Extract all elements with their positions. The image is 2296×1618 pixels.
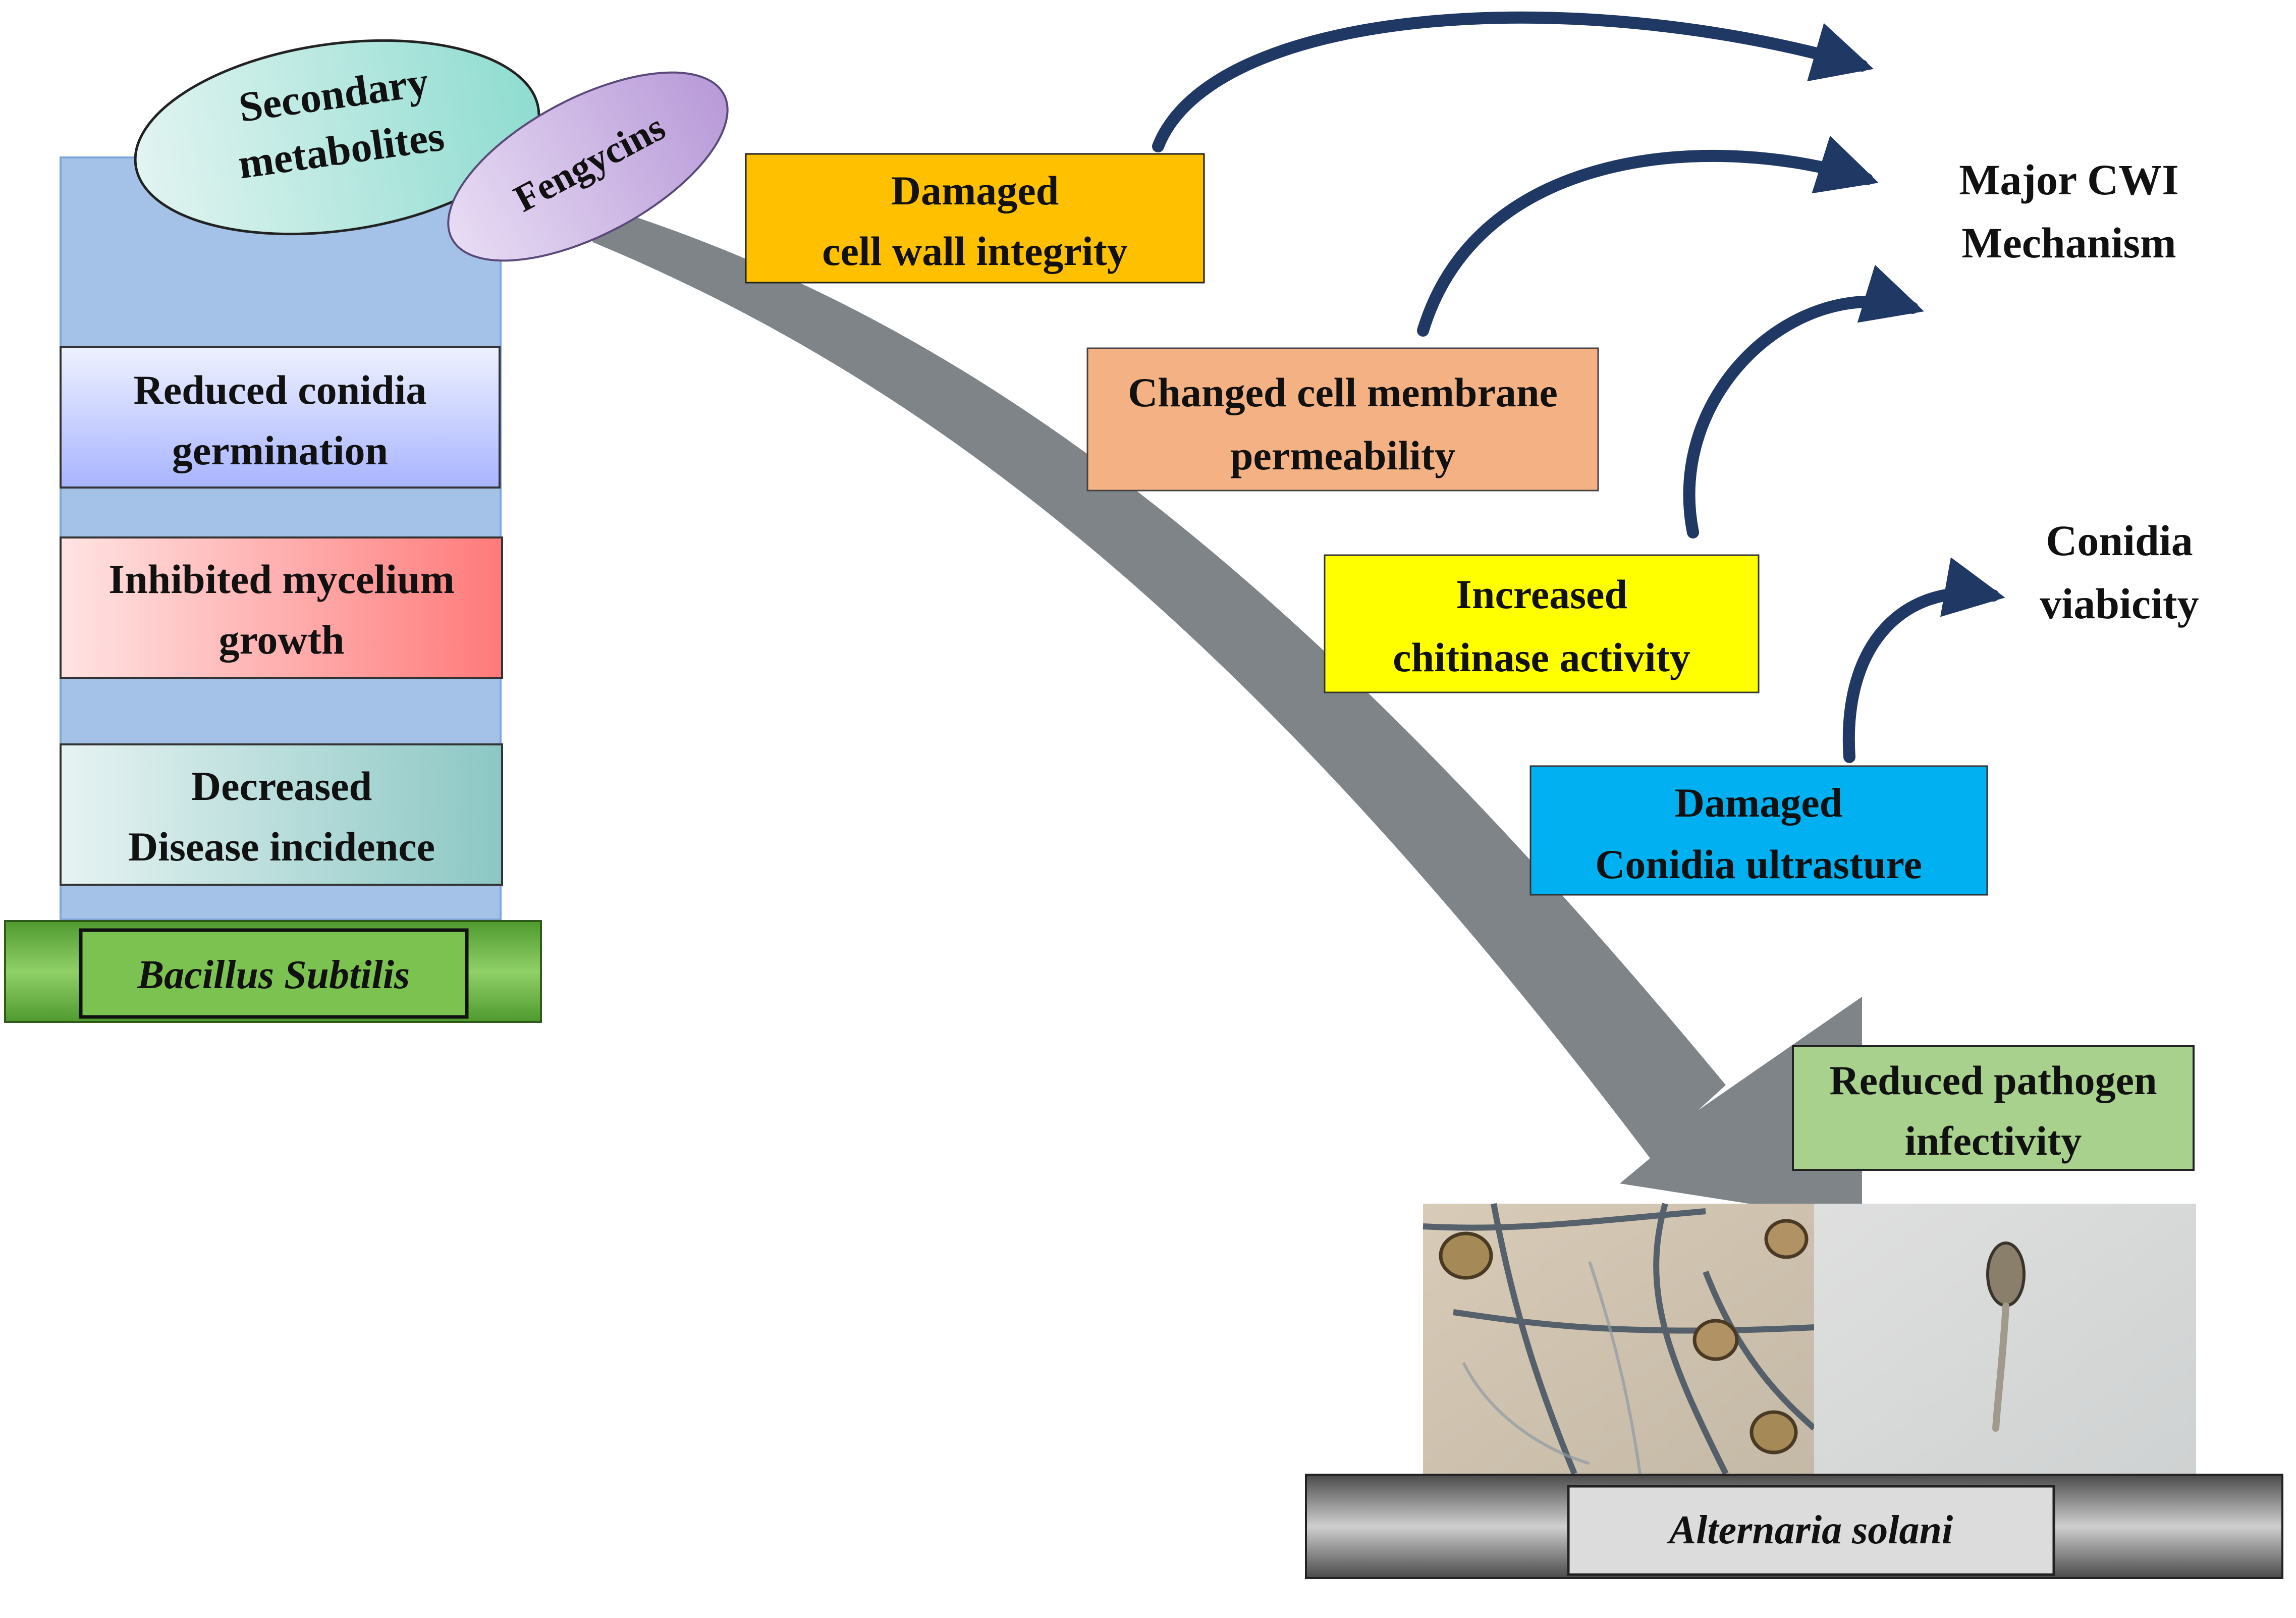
mechanism-box-chitinase: Increased chitinase activity [1324, 554, 1760, 693]
svg-text:Reduced conidia: Reduced conidia [134, 367, 427, 413]
effect-box-decreased-disease: Decreased Disease incidence [60, 743, 503, 886]
svg-text:Changed cell membrane: Changed cell membrane [1128, 369, 1558, 415]
bacillus-subtilis-label: Bacillus Subtilis [137, 953, 410, 997]
svg-text:Inhibited mycelium: Inhibited mycelium [108, 556, 455, 602]
micrograph-conidium [1814, 1204, 2196, 1474]
mechanism-box-membrane: Changed cell membrane permeability [1086, 347, 1599, 492]
svg-text:infectivity: infectivity [1905, 1118, 2082, 1164]
arrow-membrane-to-cwi [1417, 135, 1879, 337]
effect-box-reduced-conidia: Reduced conidia germination [60, 346, 501, 489]
main-pathway-arrow [580, 199, 1862, 1221]
arrow-chitinase-to-cwi [1683, 264, 1924, 538]
alternaria-solani-label: Alternaria solani [1667, 1508, 1953, 1552]
svg-text:Damaged: Damaged [891, 168, 1059, 213]
cwi-label-1: Major CWI [1959, 155, 2179, 204]
mechanism-box-cell-wall: Damaged cell wall integrity [745, 153, 1205, 284]
fengycins-ellipse: Fengycins [447, 71, 729, 262]
cwi-label-2: Mechanism [1961, 219, 2176, 267]
svg-text:Reduced pathogen: Reduced pathogen [1829, 1057, 2157, 1103]
result-box-reduced-infectivity: Reduced pathogen infectivity [1792, 1045, 2195, 1171]
conidia-label-2: viabicity [2040, 579, 2199, 628]
bacillus-base: Bacillus Subtilis [4, 920, 542, 1023]
secondary-metabolites-ellipse: Secondary metabolites [134, 39, 540, 236]
svg-text:growth: growth [218, 617, 344, 663]
alternaria-base: Alternaria solani [1305, 1474, 2283, 1579]
svg-text:Decreased: Decreased [191, 763, 372, 809]
mechanism-box-conidia-ultrastructure: Damaged Conidia ultrasture [1529, 765, 1988, 896]
effect-box-inhibited-mycelium: Inhibited mycelium growth [60, 536, 503, 679]
svg-text:Disease incidence: Disease incidence [128, 824, 435, 870]
svg-text:permeability: permeability [1230, 433, 1455, 478]
svg-text:Increased: Increased [1456, 571, 1627, 617]
svg-text:Damaged: Damaged [1675, 780, 1843, 826]
conidia-label-1: Conidia [2046, 516, 2193, 565]
svg-text:cell wall integrity: cell wall integrity [822, 228, 1128, 274]
svg-text:germination: germination [172, 427, 388, 473]
arrow-cell-wall-to-cwi [1152, 11, 1874, 152]
micrograph-hyphae [1423, 1203, 1817, 1475]
svg-text:Conidia ultrasture: Conidia ultrasture [1595, 841, 1922, 887]
svg-text:chitinase activity: chitinase activity [1393, 634, 1690, 680]
arrow-ultrastructure-to-conidia [1842, 557, 2005, 763]
